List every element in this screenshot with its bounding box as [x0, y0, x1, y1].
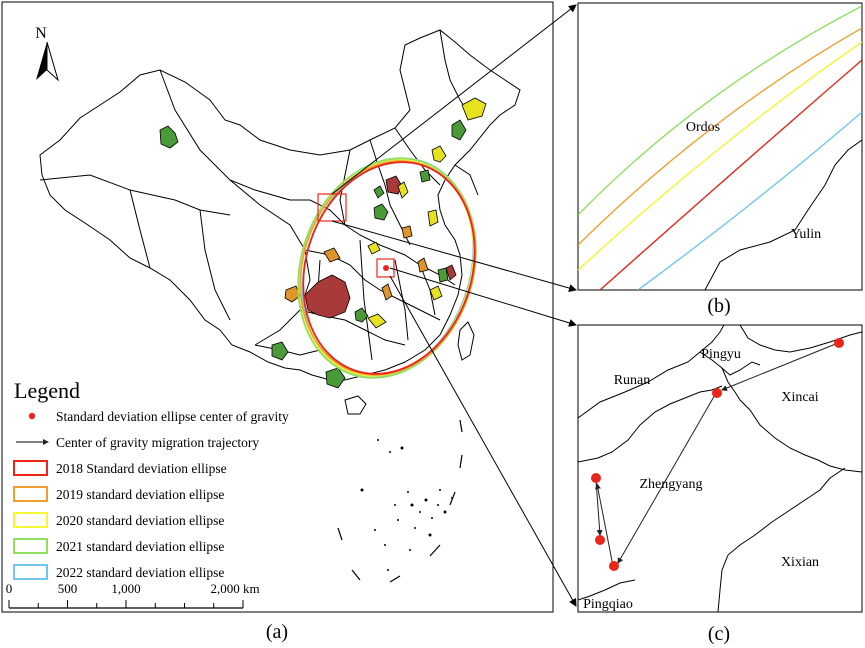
city-dark-red [304, 274, 351, 319]
legend-dot-icon [28, 412, 36, 420]
city-green [419, 169, 431, 183]
legend-swatch [13, 564, 48, 580]
legend-label: 2022 standard deviation ellipse [56, 565, 224, 580]
city-green [437, 267, 449, 283]
place-ordos: Ordos [686, 120, 720, 135]
city-green [354, 307, 369, 323]
legend-item: Standard deviation ellipse center of gra… [28, 409, 289, 424]
city-green [325, 367, 346, 389]
trajectory [595, 342, 839, 567]
std-ellipses [297, 157, 477, 379]
place-zhengyang: Zhengyang [640, 477, 703, 492]
legend-label: 2021 standard deviation ellipse [56, 539, 224, 554]
center-2018 [834, 338, 844, 348]
place-xixian: Xixian [781, 555, 819, 570]
city-yellow [461, 97, 487, 121]
place-yulin: Yulin [791, 227, 821, 242]
legend-swatch [13, 460, 48, 476]
place-xincai: Xincai [781, 390, 818, 405]
legend-item: 2018 Standard deviation ellipse [13, 460, 227, 476]
legend-swatch [13, 512, 48, 528]
place-runan: Runan [614, 373, 651, 388]
caption-a: (a) [266, 621, 288, 643]
legend-label: Center of gravity migration trajectory [56, 435, 259, 450]
city-orange [323, 247, 341, 263]
city-green [159, 125, 179, 149]
center-2021 [591, 473, 601, 483]
panel-c-map [578, 325, 862, 612]
legend-item: Center of gravity migration trajectory [16, 435, 259, 450]
legend-label: 2018 Standard deviation ellipse [56, 461, 227, 476]
city-orange [401, 225, 413, 239]
city-orange [417, 257, 429, 273]
center-2022 [595, 535, 605, 545]
place-pingqiao: Pingqiao [583, 597, 633, 612]
city-yellow [367, 313, 387, 329]
center-2020 [609, 561, 619, 571]
city-orange [381, 283, 393, 301]
legend-label: 2020 standard deviation ellipse [56, 513, 224, 528]
city-green [373, 203, 389, 221]
nine-dash-line [337, 419, 463, 583]
legend-swatch [13, 486, 48, 502]
caption-c: (c) [708, 623, 730, 645]
north-arrow-icon: N [35, 25, 59, 82]
connector-arrows [331, 4, 577, 607]
city-dark-red [445, 264, 457, 281]
center-2019 [712, 388, 722, 398]
place-pingyu: Pingyu [701, 347, 741, 362]
scale-label: 2,000 km [210, 581, 259, 596]
city-orange [284, 285, 301, 303]
legend-title: Legend [14, 378, 80, 403]
legend-item: 2022 standard deviation ellipse [13, 564, 224, 580]
china-outline [39, 29, 521, 381]
city-patches [159, 97, 487, 389]
panel-c-frame [577, 324, 863, 613]
city-green [451, 119, 467, 141]
scale-label: 0 [6, 581, 13, 596]
city-green [271, 341, 289, 361]
legend-item: 2020 standard deviation ellipse [13, 512, 224, 528]
gravity-centers [591, 338, 844, 571]
legend-label: Standard deviation ellipse center of gra… [56, 409, 289, 424]
panel-b-map [578, 5, 862, 290]
caption-b: (b) [707, 295, 730, 317]
legend: Legend Standard deviation ellipse center… [13, 378, 289, 580]
city-yellow [427, 209, 439, 227]
scale-label: 500 [58, 581, 78, 596]
city-yellow [429, 285, 443, 301]
legend-item: 2019 standard deviation ellipse [13, 486, 224, 502]
scale-label: 1,000 [111, 581, 140, 596]
legend-item: 2021 standard deviation ellipse [13, 538, 224, 554]
scale-bar: 0 500 1,000 2,000 km [6, 581, 260, 609]
legend-label: 2019 standard deviation ellipse [56, 487, 224, 502]
legend-swatch [13, 538, 48, 554]
city-yellow [367, 241, 381, 255]
north-letter: N [35, 25, 47, 42]
city-yellow [431, 145, 447, 163]
ellipse-2018 [302, 161, 476, 375]
china-map [39, 29, 521, 415]
city-yellow [397, 181, 409, 199]
city-green [373, 185, 385, 199]
zoom-box-c [376, 258, 395, 278]
gravity-center-marker [383, 265, 389, 271]
panel-b-frame [577, 2, 863, 291]
